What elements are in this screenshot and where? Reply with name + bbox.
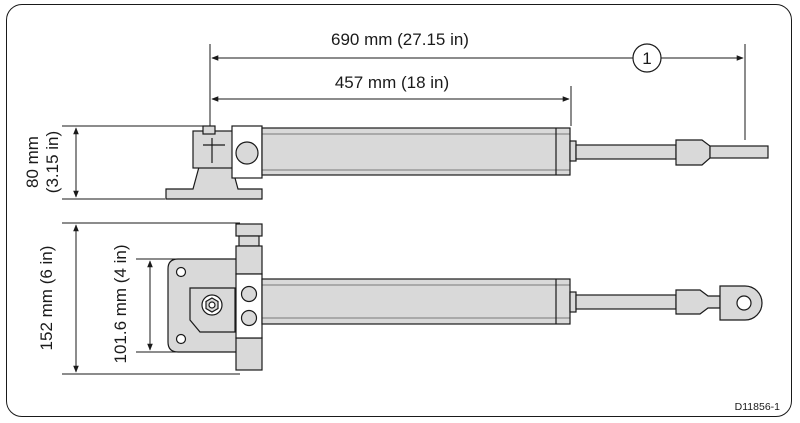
width-total-label: 152 mm (6 in): [37, 246, 56, 351]
bolt-spacing-label: 101.6 mm (4 in): [111, 244, 130, 363]
piston-rod-top: [575, 294, 677, 310]
body-length-label: 457 mm (18 in): [335, 73, 449, 92]
callout-number: 1: [642, 49, 651, 68]
overall-length-label: 690 mm (27.15 in): [331, 30, 469, 49]
diagram-frame: [6, 4, 792, 417]
height-mm-label: 80 mm: [23, 136, 42, 188]
callout-marker: 1: [632, 43, 662, 73]
rod-end: [675, 139, 711, 166]
hydraulic-fitting-bottom: [235, 337, 263, 371]
piston-rod: [575, 144, 677, 160]
valve-block: [235, 273, 263, 339]
reference-code: D11856-1: [735, 401, 780, 413]
cylinder-body: [261, 127, 571, 176]
trunnion-block: [192, 130, 234, 169]
hydraulic-fitting-top: [235, 223, 263, 237]
actuator-top-view: [167, 223, 763, 371]
height-in-label: (3.15 in): [43, 131, 62, 193]
actuator-side-view: [165, 125, 769, 200]
cylinder-body-top: [261, 278, 571, 325]
